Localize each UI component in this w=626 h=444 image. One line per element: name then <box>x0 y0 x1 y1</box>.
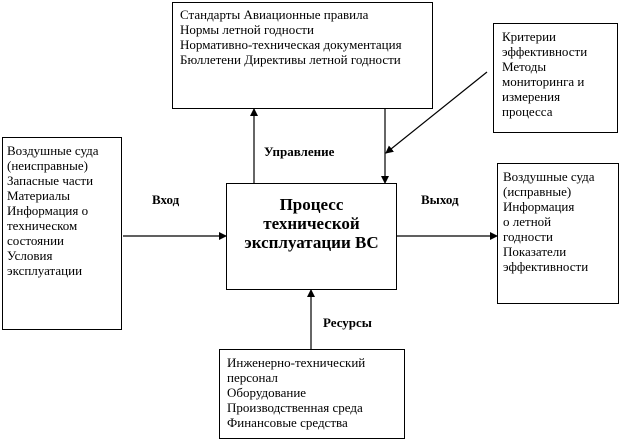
output-label: Выход <box>421 192 459 207</box>
control-line: Нормы летной годности <box>180 22 314 37</box>
resources-line: Оборудование <box>227 385 307 400</box>
input-label: Вход <box>152 192 180 207</box>
control-box: Стандарты Авиационные правила Нормы летн… <box>172 2 433 109</box>
output-box: Воздушные суда (исправные) Информация о … <box>497 163 619 304</box>
output-line: годности <box>503 229 553 244</box>
input-line: Материалы <box>7 188 71 203</box>
process-title-line: Процесс <box>279 195 344 214</box>
resources-line: Инженерно-технический <box>227 355 366 370</box>
criteria-line: Методы <box>502 59 547 74</box>
input-box: Воздушные суда (неисправные) Запасные ча… <box>2 137 122 330</box>
output-line: (исправные) <box>503 184 572 199</box>
criteria-line: процесса <box>502 104 553 119</box>
input-line: Воздушные суда <box>7 143 99 158</box>
input-line: эксплуатации <box>7 263 83 278</box>
resources-line: Производственная среда <box>227 400 363 415</box>
resources-line: Финансовые средства <box>227 415 348 430</box>
process-box: Процесс технической эксплуатации ВС <box>226 183 397 290</box>
output-line: Информация <box>503 199 575 214</box>
resources-box: Инженерно-технический персонал Оборудова… <box>219 349 405 439</box>
control-line: Стандарты Авиационные правила <box>180 7 369 22</box>
output-line: о летной <box>503 214 552 229</box>
resources-line: персонал <box>227 370 278 385</box>
output-line: эффективности <box>503 259 589 274</box>
resources-label: Ресурсы <box>323 315 372 330</box>
criteria-line: мониторинга и <box>502 74 585 89</box>
input-line: техническом <box>7 218 78 233</box>
process-title-line: эксплуатации ВС <box>244 233 379 252</box>
input-line: (неисправные) <box>7 158 88 173</box>
control-label: Управление <box>264 144 335 159</box>
control-line: Бюллетени Директивы летной годности <box>180 52 401 67</box>
criteria-box: Критерии эффективности Методы мониторинг… <box>493 23 618 133</box>
output-line: Воздушные суда <box>503 169 595 184</box>
input-line: Запасные части <box>7 173 94 188</box>
output-line: Показатели <box>503 244 567 259</box>
control-line: Нормативно-техническая документация <box>180 37 402 52</box>
criteria-line: эффективности <box>502 44 588 59</box>
input-line: состоянии <box>7 233 64 248</box>
input-line: Информация о <box>7 203 89 218</box>
criteria-arrow <box>385 71 488 154</box>
criteria-line: измерения <box>502 89 561 104</box>
criteria-line: Критерии <box>502 29 556 44</box>
input-line: Условия <box>7 248 53 263</box>
process-title-line: технической <box>263 214 360 233</box>
